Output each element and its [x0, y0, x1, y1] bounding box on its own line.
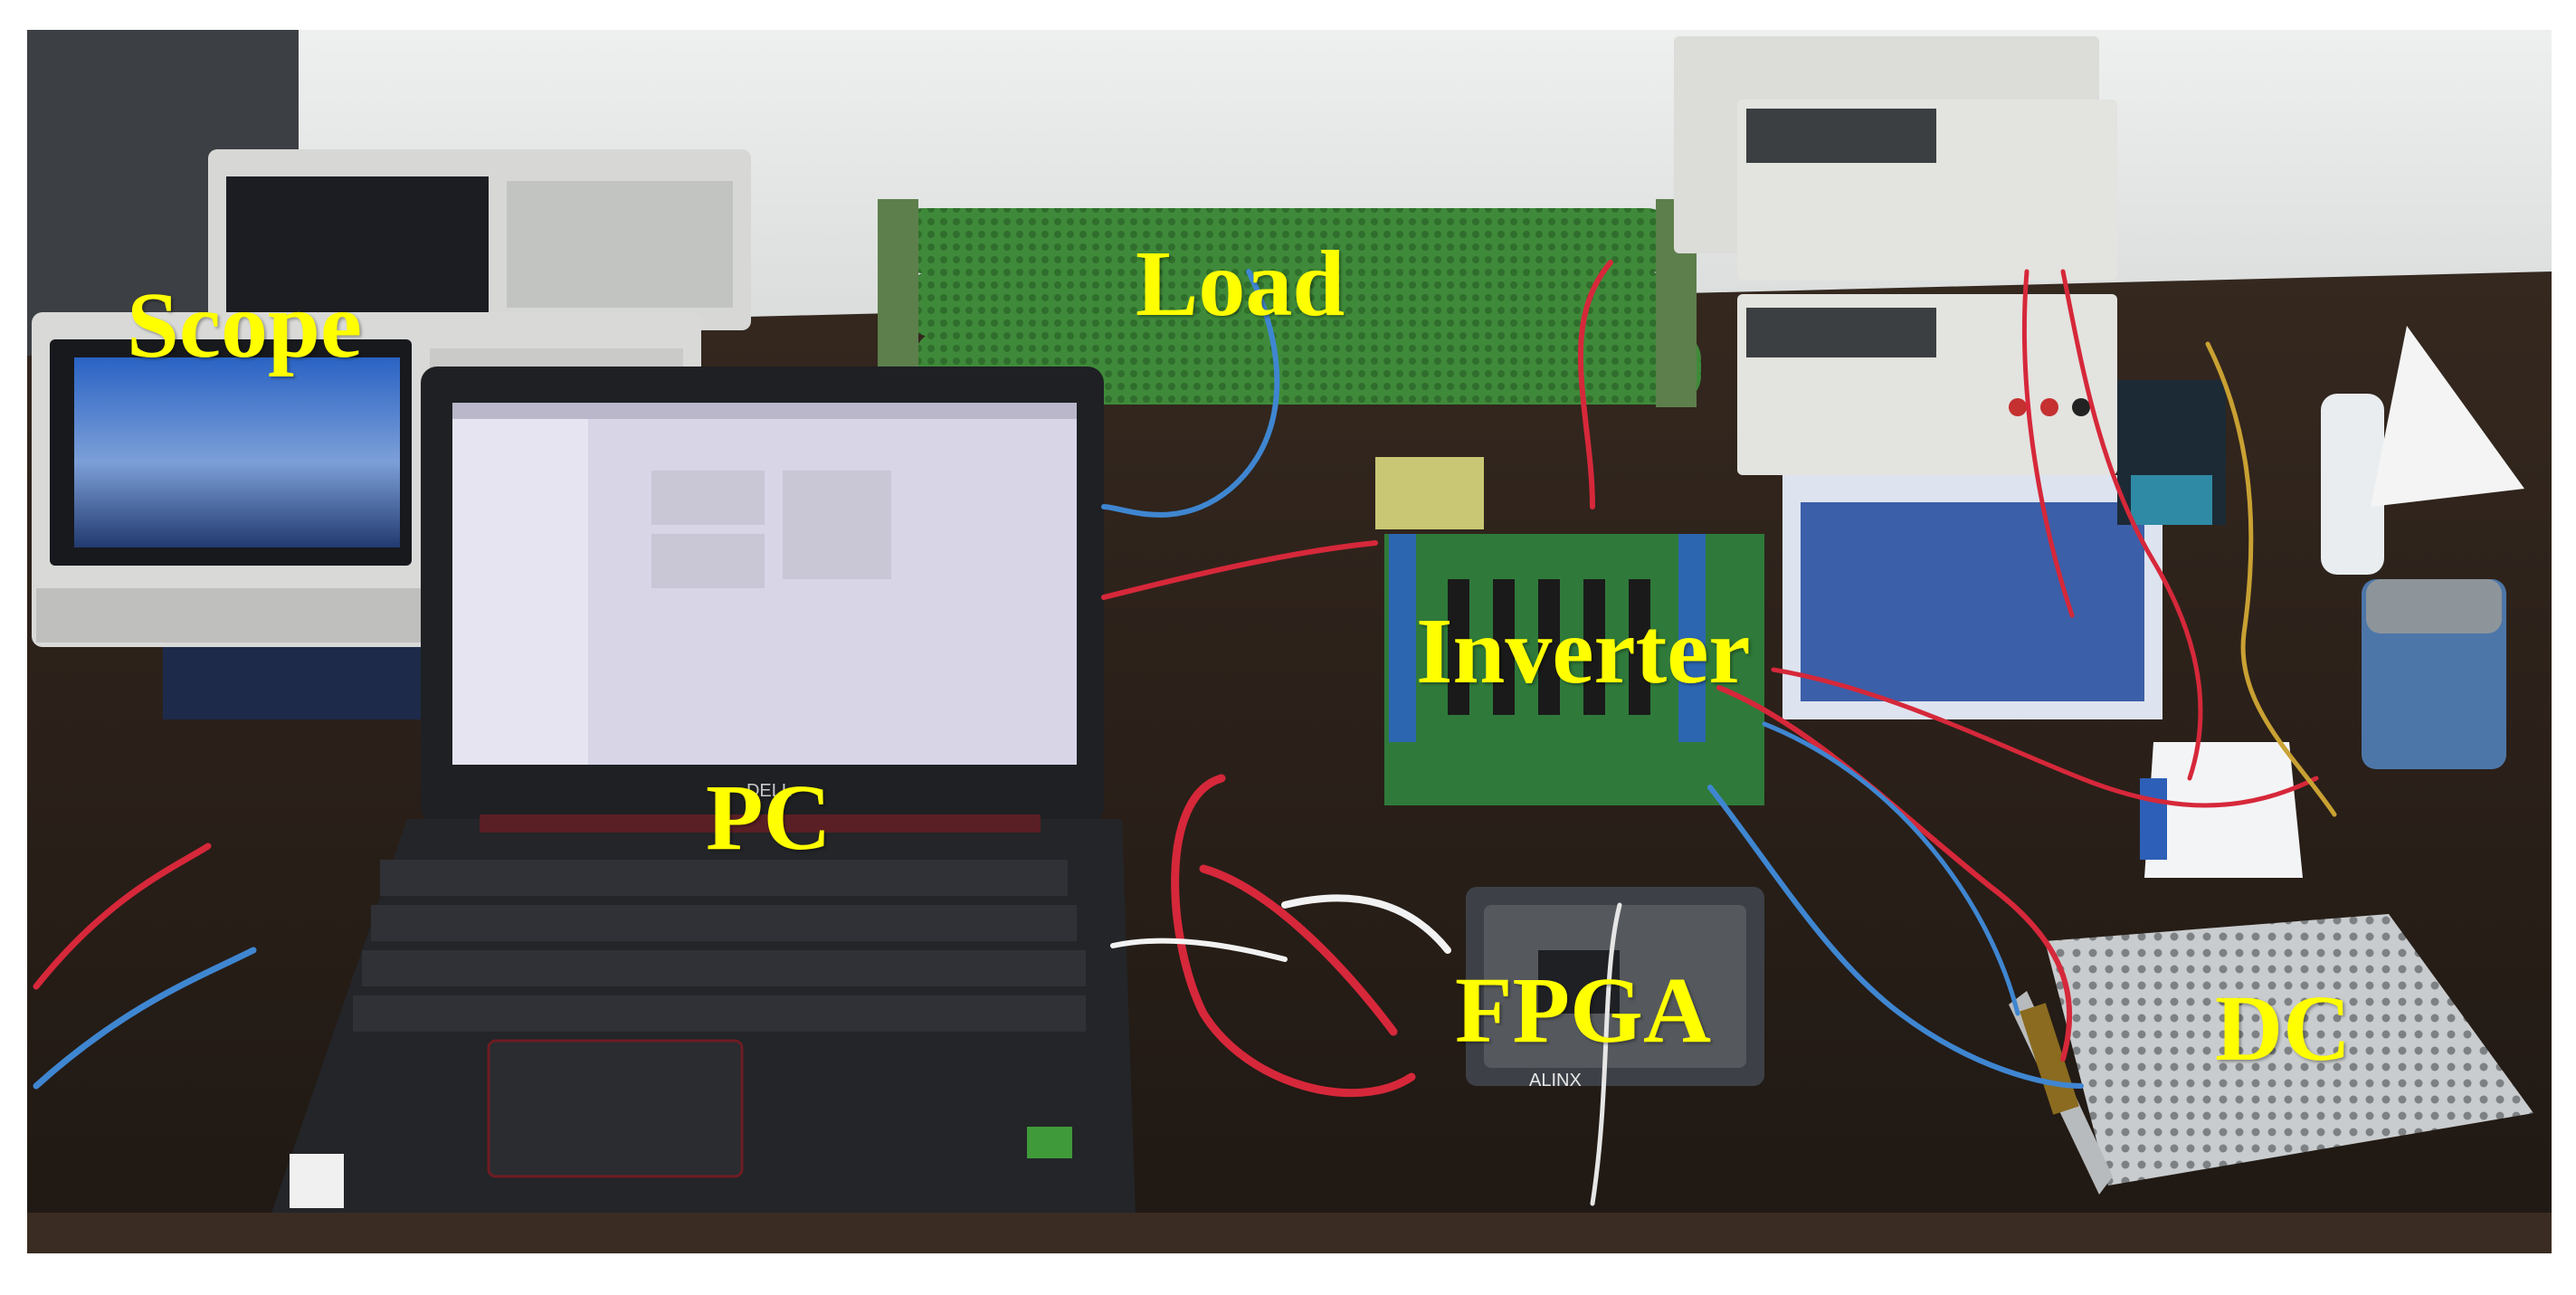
bench-power-supplies — [1674, 36, 2117, 475]
label-load: Load — [1136, 232, 1345, 336]
label-fpga: FPGA — [1455, 958, 1712, 1062]
dc-power-supply — [2009, 742, 2533, 1195]
fpga-board — [1466, 887, 1764, 1086]
label-inverter: Inverter — [1416, 599, 1751, 703]
back-oscilloscope — [208, 149, 751, 330]
laptop-brand-logo: DELL — [746, 781, 792, 801]
laptop: DELL — [271, 367, 1136, 1213]
fpga-brand-logo: ALINX — [1529, 1071, 1582, 1090]
label-dc: DC — [2215, 976, 2352, 1081]
label-pc: PC — [706, 766, 832, 870]
wiring — [33, 260, 2337, 1206]
label-scope: Scope — [127, 273, 362, 377]
inverter-board — [1375, 457, 1764, 805]
